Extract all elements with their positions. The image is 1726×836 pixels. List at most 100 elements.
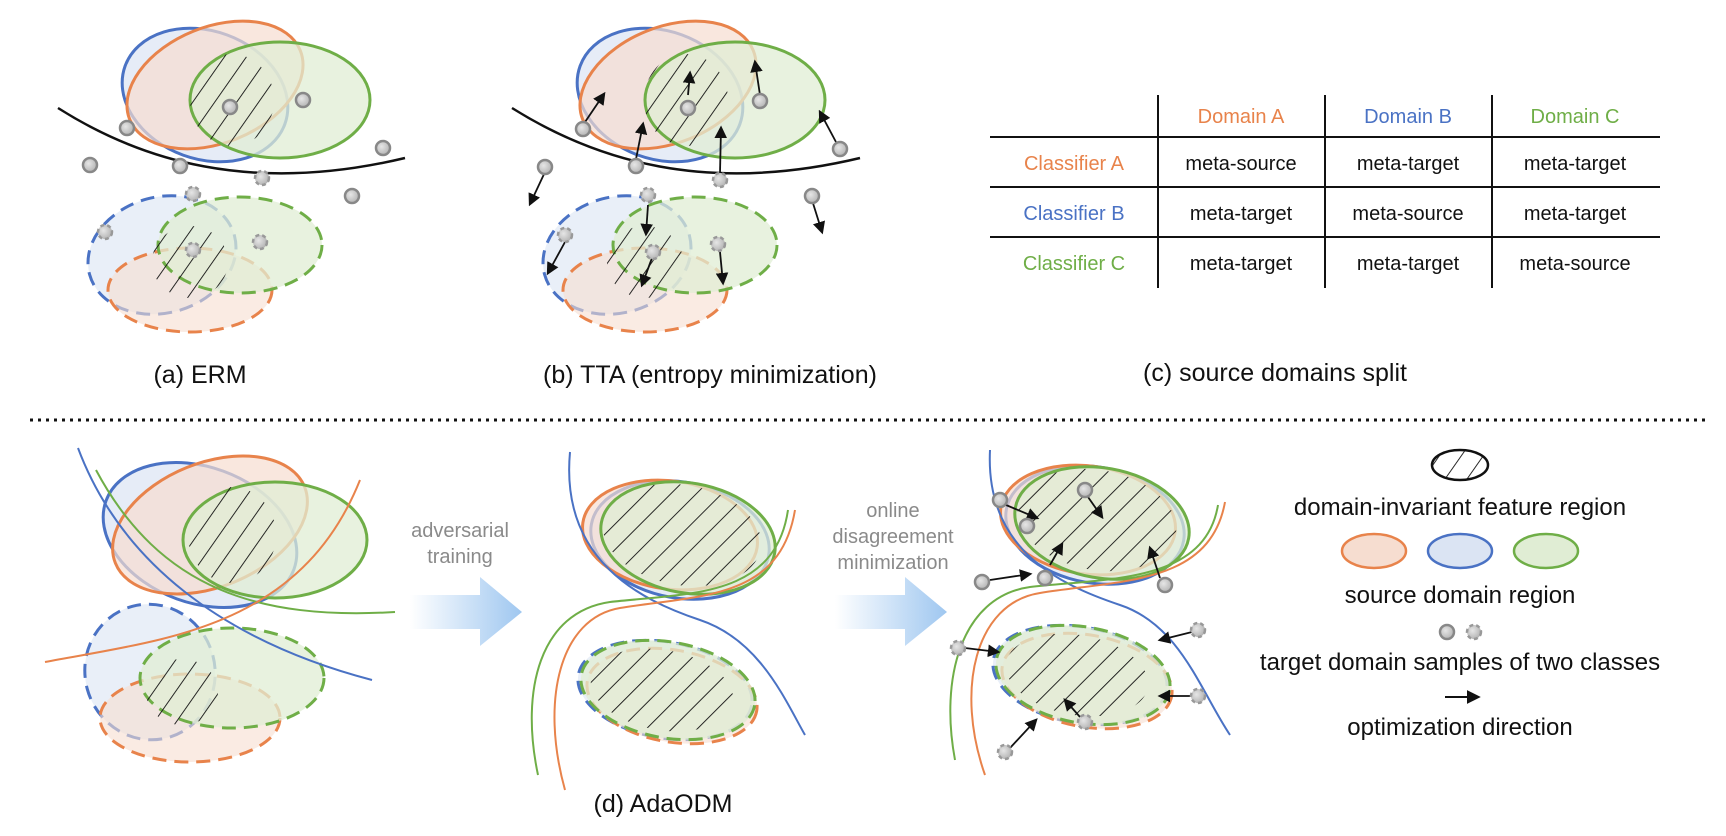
caption-b: (b) TTA (entropy minimization) <box>543 361 877 389</box>
sample-dot-dashed <box>1189 621 1207 639</box>
legend-source-label: source domain region <box>1345 582 1576 609</box>
table-cell: meta-target <box>1524 153 1627 175</box>
sample-dot-dashed <box>556 226 574 244</box>
invariant-region-dashed <box>1005 633 1149 717</box>
sample-dot-dashed <box>251 233 269 251</box>
legend-samples-label: target domain samples of two classes <box>1260 649 1660 676</box>
sample-dot-dashed <box>184 185 202 203</box>
table-cell: meta-target <box>1357 153 1460 175</box>
sample-dot <box>973 573 991 591</box>
online-disagreement-arrow: online disagreement minimization <box>832 500 954 646</box>
table-cell: meta-source <box>1185 153 1296 175</box>
sample-dot <box>1018 517 1036 535</box>
sample-dot <box>991 491 1009 509</box>
sample-dot-dashed-icon <box>1465 623 1483 641</box>
decision-boundary <box>57 106 406 175</box>
row-header-classifier-c: Classifier C <box>1023 253 1125 275</box>
sample-dot-dashed <box>1076 713 1094 731</box>
decision-boundary <box>511 106 861 175</box>
row-header-classifier-b: Classifier B <box>1023 203 1124 225</box>
invariant-region-dashed <box>590 648 734 732</box>
classifier-c-boundary <box>530 509 789 776</box>
classifier-b-boundary <box>988 449 1231 736</box>
orange-ellipse-icon <box>1340 532 1408 570</box>
invariant-region-dashed <box>607 226 683 298</box>
sample-dot-dashed <box>639 186 657 204</box>
optimization-arrows <box>964 496 1193 749</box>
sample-dot <box>118 119 136 137</box>
sample-dot <box>574 120 592 138</box>
lower-class-ellipses <box>86 194 324 334</box>
sample-dot <box>294 91 312 109</box>
legend: domain-invariant feature region source d… <box>1260 448 1660 741</box>
sample-dot <box>1156 576 1174 594</box>
table-cell: meta-target <box>1357 253 1460 275</box>
adversarial-label-line2: training <box>427 546 493 568</box>
sample-dot <box>679 99 697 117</box>
classifier-b-boundary <box>77 447 373 681</box>
sample-dot <box>803 187 821 205</box>
target-samples <box>81 91 392 259</box>
table-cell: meta-source <box>1352 203 1463 225</box>
sample-dot-icon <box>1438 623 1456 641</box>
online-label-line3: minimization <box>837 552 948 574</box>
sample-dot <box>536 158 554 176</box>
optimization-arrows <box>528 59 837 288</box>
sample-dot-dashed <box>996 743 1014 761</box>
classifier-c-boundary <box>95 469 396 615</box>
col-header-domain-c: Domain C <box>1531 106 1620 128</box>
upper-class-ellipses <box>120 19 372 164</box>
transition-arrow-icon <box>835 577 947 646</box>
table-cell: meta-source <box>1519 253 1630 275</box>
sample-dot-dashed <box>1189 687 1207 705</box>
sample-dot <box>831 140 849 158</box>
panel-d-stage-3 <box>949 449 1231 776</box>
panel-d-stage-1 <box>44 447 396 764</box>
classifier-a-boundary <box>44 479 361 663</box>
invariant-region-dashed <box>152 226 228 298</box>
caption-a: (a) ERM <box>153 361 246 389</box>
sample-dot <box>1076 481 1094 499</box>
sample-dot-dashed <box>949 639 967 657</box>
classifier-b-boundary <box>568 451 806 736</box>
sample-dot-dashed <box>709 235 727 253</box>
caption-d: (d) AdaODM <box>594 790 733 818</box>
classifier-a-boundary <box>553 509 796 791</box>
caption-c: (c) source domains split <box>1143 359 1407 387</box>
sample-dot-dashed <box>644 243 662 261</box>
target-samples <box>536 92 849 261</box>
green-ellipse-icon <box>1512 532 1580 570</box>
sample-dot-dashed <box>711 171 729 189</box>
sample-dot <box>221 98 239 116</box>
adversarial-training-arrow: adversarial training <box>410 520 522 646</box>
sample-dot <box>374 139 392 157</box>
lower-class-ellipses <box>541 194 779 334</box>
classifier-c-boundary <box>949 504 1219 761</box>
panel-a-erm: (a) ERM <box>57 19 406 389</box>
sample-dot-dashed <box>253 169 271 187</box>
sample-dot <box>751 92 769 110</box>
classifier-a-boundary <box>970 501 1226 776</box>
online-label-line2: disagreement <box>832 526 954 548</box>
invariant-region <box>188 487 276 583</box>
table-cell: meta-target <box>1524 203 1627 225</box>
sample-dot-dashed <box>96 223 114 241</box>
row-header-classifier-a: Classifier A <box>1024 153 1125 175</box>
legend-direction-label: optimization direction <box>1347 714 1572 741</box>
sample-dot <box>171 157 189 175</box>
table-cell: meta-target <box>1190 253 1293 275</box>
table-cell: meta-target <box>1190 203 1293 225</box>
invariant-region <box>602 483 762 587</box>
sample-dot <box>81 156 99 174</box>
online-label-line1: online <box>866 500 919 522</box>
panel-b-tta: (b) TTA (entropy minimization) <box>511 19 877 389</box>
adversarial-label-line1: adversarial <box>411 520 509 542</box>
col-header-domain-a: Domain A <box>1198 106 1285 128</box>
sample-dot <box>1036 569 1054 587</box>
blue-ellipse-icon <box>1426 532 1494 570</box>
upper-class-ellipses <box>575 19 827 164</box>
sample-dot-dashed <box>184 241 202 259</box>
legend-invariant-label: domain-invariant feature region <box>1294 494 1626 521</box>
panel-d-stage-2 <box>530 451 806 791</box>
